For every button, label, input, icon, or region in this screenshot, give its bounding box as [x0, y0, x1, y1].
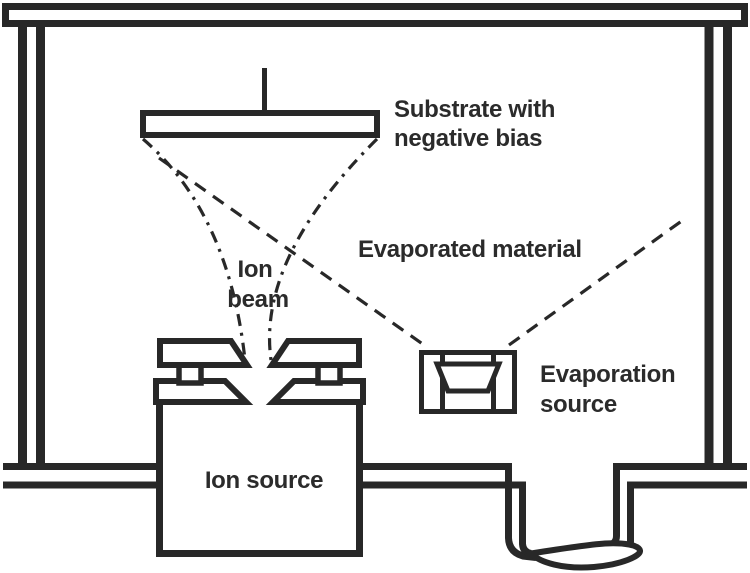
- evaporated-material-label: Evaporated material: [358, 236, 582, 263]
- chamber-lid: [2, 3, 748, 27]
- chamber-floor-right: [605, 463, 747, 556]
- chamber-floor-middle: [358, 463, 537, 561]
- ion-beam-label-line2: beam: [227, 286, 289, 313]
- evaporation-source-post-left: [419, 350, 445, 414]
- substrate-plate: [140, 110, 380, 138]
- chamber-left-wall: [18, 23, 45, 464]
- evaporation-source-label-line1: Evaporation: [540, 361, 675, 388]
- substrate-label-line1: Substrate with: [394, 96, 555, 123]
- evaporation-source-label-line2: source: [540, 391, 617, 418]
- ion-source: [153, 338, 366, 557]
- ion-extraction-grids: [153, 338, 366, 405]
- grid-blade-upper-right: [266, 338, 362, 368]
- grid-blade-lower-right: [265, 378, 366, 405]
- ion-beam-label-line1: Ion: [237, 256, 272, 283]
- evaporated-material-path: [158, 156, 684, 347]
- pump-flexible-hose: [524, 540, 643, 571]
- evaporation-source-post-right: [491, 350, 517, 414]
- substrate-label-line2: negative bias: [394, 125, 542, 152]
- evaporation-source: [419, 350, 517, 414]
- ion-source-label: Ion source: [205, 467, 323, 494]
- grid-blade-upper-left: [157, 338, 253, 368]
- substrate-assembly: [140, 68, 380, 138]
- vacuum-chamber: [2, 3, 748, 571]
- diagram-labels: Substrate with negative bias Ion beam Ev…: [205, 96, 676, 494]
- evaporation-boat: [433, 361, 503, 394]
- grid-blade-lower-left: [153, 378, 254, 405]
- ion-beam-path: [141, 137, 379, 361]
- chamber-floor-left: [3, 463, 161, 489]
- chamber-right-wall: [704, 23, 732, 464]
